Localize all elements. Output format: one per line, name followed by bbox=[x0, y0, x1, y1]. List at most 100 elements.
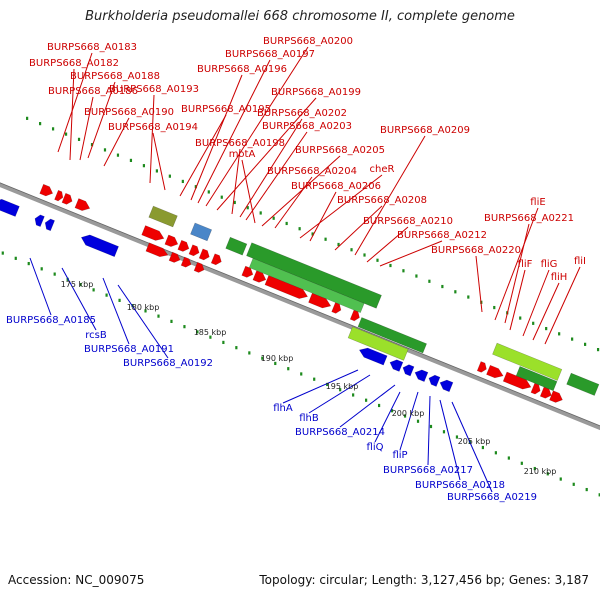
forward-gene-label: fliI bbox=[574, 256, 586, 267]
reverse-gene-arrow-shape bbox=[414, 369, 429, 382]
reverse-gene-arrow bbox=[389, 359, 404, 372]
tick-mark bbox=[77, 137, 81, 141]
feature-block bbox=[515, 366, 558, 392]
tick-mark bbox=[261, 356, 264, 360]
ruler-label: 175 kbp bbox=[61, 280, 94, 289]
reverse-gene-arrow-shape bbox=[389, 359, 404, 372]
reverse-gene-arrow bbox=[34, 214, 45, 228]
forward-gene-arrow-shape bbox=[39, 183, 54, 197]
forward-gene-label: fliG bbox=[541, 259, 558, 270]
tick-mark bbox=[209, 335, 212, 339]
reverse-gene-label: BURPS668_A0191 bbox=[84, 344, 174, 355]
forward-gene-arrow bbox=[198, 248, 210, 261]
reverse-gene-arrow bbox=[402, 364, 415, 377]
feature-block bbox=[148, 205, 178, 228]
forward-gene-arrow-shape bbox=[308, 292, 332, 309]
tick-mark bbox=[300, 372, 303, 376]
tick-mark bbox=[519, 316, 522, 320]
forward-gene-arrow-shape bbox=[502, 371, 532, 390]
forward-gene-arrow bbox=[168, 251, 181, 263]
tick-mark bbox=[233, 200, 236, 205]
forward-gene-arrow-shape bbox=[198, 248, 210, 261]
forward-gene-label: BURPS668_A0210 bbox=[363, 216, 453, 227]
reverse-gene-label: BURPS668_A0192 bbox=[123, 358, 213, 369]
genome-summary-text: Topology: circular; Length: 3,127,456 bp… bbox=[259, 573, 589, 587]
reverse-gene-label: BURPS668_A0219 bbox=[447, 492, 537, 503]
forward-leader-line bbox=[190, 74, 243, 201]
forward-gene-arrow-shape bbox=[549, 390, 563, 403]
tick-mark bbox=[272, 216, 275, 220]
forward-gene-arrow bbox=[61, 192, 73, 205]
feature-block-shape bbox=[148, 205, 178, 228]
forward-gene-arrow bbox=[308, 292, 332, 309]
reverse-gene-arrow-shape bbox=[402, 364, 415, 377]
tick-mark bbox=[377, 403, 381, 408]
forward-gene-label: fliE bbox=[530, 197, 545, 208]
forward-gene-arrow-shape bbox=[141, 225, 165, 241]
forward-gene-label: BURPS668_A0209 bbox=[380, 125, 470, 136]
forward-gene-label: BURPS668_A0188 bbox=[70, 71, 160, 82]
forward-gene-arrow-shape bbox=[61, 192, 73, 205]
reverse-gene-arrow-shape bbox=[358, 347, 388, 366]
forward-leader-line bbox=[197, 59, 271, 204]
tick-mark bbox=[455, 435, 459, 439]
forward-gene-arrow bbox=[476, 361, 487, 373]
forward-gene-arrow bbox=[74, 198, 91, 211]
tick-mark bbox=[259, 211, 262, 215]
tick-mark bbox=[442, 430, 446, 434]
reverse-gene-arrow-shape bbox=[428, 374, 441, 387]
tick-mark bbox=[415, 274, 418, 278]
reverse-leader-line bbox=[427, 395, 431, 466]
forward-gene-arrow-shape bbox=[476, 361, 487, 373]
feature-block-shape bbox=[246, 242, 382, 309]
forward-gene-arrow bbox=[530, 382, 541, 395]
tick-mark bbox=[428, 279, 431, 283]
ruler-label: 185 kbp bbox=[194, 328, 227, 337]
forward-gene-label: BURPS668_A0203 bbox=[262, 121, 352, 132]
feature-block-shape bbox=[492, 342, 563, 381]
reverse-leader-line bbox=[117, 284, 169, 359]
tick-mark bbox=[493, 305, 496, 310]
tick-mark bbox=[274, 361, 277, 366]
tick-mark bbox=[53, 272, 56, 276]
tick-mark bbox=[584, 342, 587, 346]
forward-gene-label: BURPS668_A0206 bbox=[291, 181, 381, 192]
reverse-gene-arrow bbox=[0, 198, 20, 217]
tick-mark bbox=[441, 284, 444, 289]
tick-mark bbox=[365, 398, 368, 402]
forward-leader-line bbox=[216, 97, 317, 211]
tick-mark bbox=[129, 158, 133, 163]
reverse-gene-arrow bbox=[439, 379, 454, 393]
tick-mark bbox=[155, 169, 158, 173]
tick-mark bbox=[507, 456, 510, 460]
reverse-gene-arrow-shape bbox=[439, 379, 454, 393]
forward-gene-arrow bbox=[180, 256, 192, 268]
reverse-leader-line bbox=[339, 384, 396, 428]
forward-gene-arrow-shape bbox=[486, 364, 504, 379]
tick-mark bbox=[1, 251, 4, 255]
forward-gene-arrow bbox=[264, 275, 308, 299]
forward-gene-label: BURPS668_A0199 bbox=[271, 87, 361, 98]
forward-leader-line bbox=[79, 96, 94, 161]
forward-gene-label: BURPS668_A0221 bbox=[484, 213, 574, 224]
forward-gene-arrow-shape bbox=[210, 253, 222, 266]
tick-mark bbox=[585, 487, 588, 492]
forward-gene-label: BURPS668_A0183 bbox=[47, 42, 137, 53]
tick-mark bbox=[532, 321, 535, 325]
tick-mark bbox=[598, 493, 600, 497]
feature-block bbox=[566, 372, 600, 396]
forward-leader-line bbox=[57, 52, 93, 153]
tick-mark bbox=[546, 472, 549, 476]
ruler-label: 180 kbp bbox=[127, 303, 160, 312]
tick-mark bbox=[40, 267, 43, 271]
reverse-gene-label: BURPS668_A0217 bbox=[383, 465, 473, 476]
forward-leader-line bbox=[152, 132, 166, 191]
forward-leader-line bbox=[299, 174, 383, 239]
forward-gene-label: BURPS668_A0198 bbox=[195, 138, 285, 149]
map-title: Burkholderia pseudomallei 668 chromosome… bbox=[85, 9, 515, 24]
forward-gene-label: motA bbox=[229, 149, 256, 160]
tick-mark bbox=[376, 258, 379, 262]
forward-leader-line bbox=[354, 135, 426, 256]
forward-gene-arrow bbox=[502, 371, 532, 390]
forward-gene-arrow bbox=[39, 183, 54, 197]
